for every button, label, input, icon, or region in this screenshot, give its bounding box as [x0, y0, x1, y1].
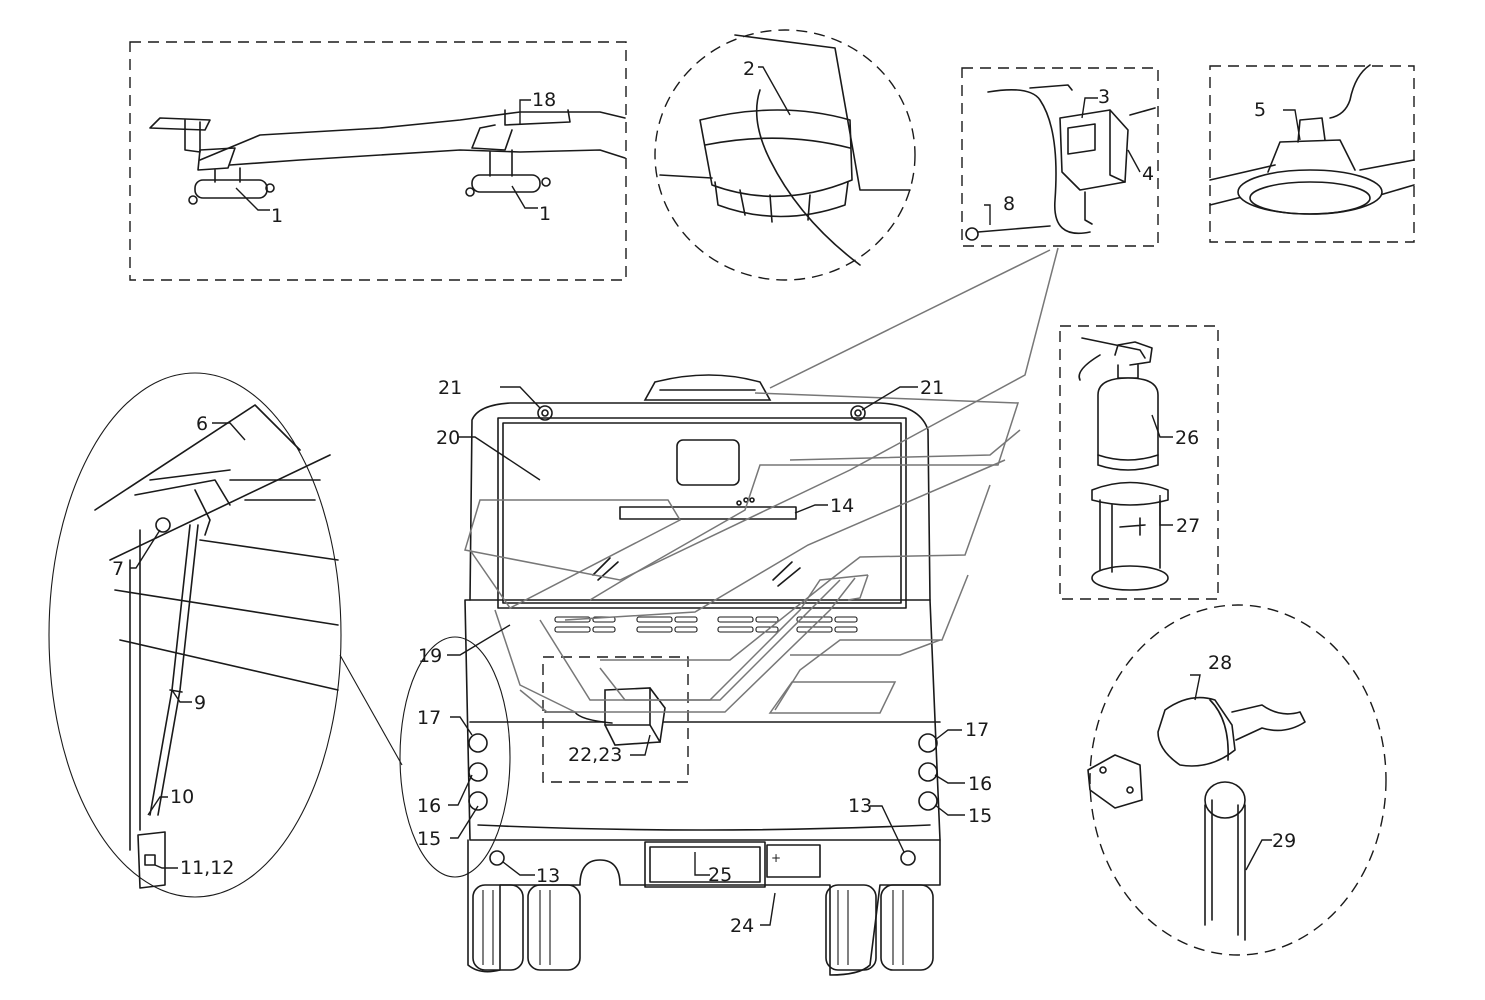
lamp-16-left	[468, 762, 488, 782]
lamp-15-left	[468, 791, 488, 811]
marker-lamp-left	[537, 405, 553, 421]
lamp-17-left	[468, 733, 488, 753]
label-28: 28	[1208, 652, 1232, 674]
tire-right-outer	[880, 884, 934, 971]
label-9: 9	[194, 692, 206, 714]
detail-lamp	[1209, 64, 1415, 243]
lamp-group-ellipse	[399, 636, 511, 878]
bus-rear-view: +	[399, 374, 941, 976]
label-8: 8	[1003, 193, 1015, 215]
bus-body-upper	[469, 402, 931, 601]
tire-right-inner	[825, 884, 877, 971]
leader-lines	[130, 66, 1301, 926]
label-21a: 21	[438, 377, 462, 399]
detail-circle-hatch	[654, 29, 916, 281]
license-plate	[644, 841, 766, 888]
label-16a: 16	[417, 795, 441, 817]
tire-left-outer	[472, 884, 524, 971]
detail-circle-exhaust	[1089, 604, 1387, 956]
lamp-13-right	[900, 850, 916, 866]
detail-box-control	[961, 67, 1159, 247]
detail-sensors	[129, 41, 627, 281]
lamp-16-right	[918, 762, 938, 782]
label-22-23: 22,23	[568, 744, 622, 766]
label-16b: 16	[968, 773, 992, 795]
marker-lamp-right	[850, 405, 866, 421]
label-24: 24	[730, 915, 754, 937]
plate-lamp	[766, 844, 821, 878]
detail-box-lamp	[1209, 65, 1415, 243]
label-14: 14	[830, 495, 854, 517]
sensor-right	[471, 174, 541, 193]
extinguisher-body	[1097, 377, 1159, 471]
label-25: 25	[708, 864, 732, 886]
detail-ellipse-strut	[48, 372, 342, 898]
label-6: 6	[196, 413, 208, 435]
lamp-13-left	[489, 850, 505, 866]
label-2: 2	[743, 58, 755, 80]
label-18: 18	[532, 89, 556, 111]
detail-control-box	[961, 67, 1159, 247]
detail-exhaust	[1087, 604, 1387, 956]
sensor-left	[194, 179, 268, 199]
label-27: 27	[1176, 515, 1200, 537]
gray-zigzag-leaders	[464, 247, 1059, 714]
window-hatch	[676, 439, 740, 486]
engine-grille	[554, 616, 858, 633]
detail-box-extinguisher	[1059, 325, 1219, 600]
detail-roof-hatch	[654, 29, 916, 281]
label-13b: 13	[848, 795, 872, 817]
lamp-17-right	[918, 733, 938, 753]
label-15a: 15	[417, 828, 441, 850]
label-20: 20	[436, 427, 460, 449]
label-4: 4	[1142, 163, 1154, 185]
label-10: 10	[170, 786, 194, 808]
connector-strut-to-lamps	[339, 654, 403, 766]
roof-hatch	[643, 374, 772, 401]
lamp-15-right	[918, 791, 938, 811]
label-7: 7	[112, 558, 124, 580]
label-19: 19	[418, 645, 442, 667]
label-3: 3	[1098, 86, 1110, 108]
label-21b: 21	[920, 377, 944, 399]
part-labels: 1 1 2 3 4 5 6 7 8 9 10 11,12 13 13 14 15…	[112, 58, 1296, 937]
label-17a: 17	[417, 707, 441, 729]
label-15b: 15	[968, 805, 992, 827]
label-11-12: 11,12	[180, 857, 234, 879]
detail-extinguisher	[1059, 325, 1219, 600]
plate-plus-symbol: +	[771, 851, 781, 865]
tire-left-inner	[527, 884, 581, 971]
detail-gas-strut	[48, 372, 342, 898]
detail-box-sensors	[129, 41, 627, 281]
label-17b: 17	[965, 719, 989, 741]
detail-box-module	[542, 656, 689, 783]
label-29: 29	[1272, 830, 1296, 852]
label-1a: 1	[271, 205, 283, 227]
label-26: 26	[1175, 427, 1199, 449]
label-5: 5	[1254, 99, 1266, 121]
label-13a: 13	[536, 865, 560, 887]
exhaust-muffler	[1157, 696, 1236, 767]
label-1b: 1	[539, 203, 551, 225]
